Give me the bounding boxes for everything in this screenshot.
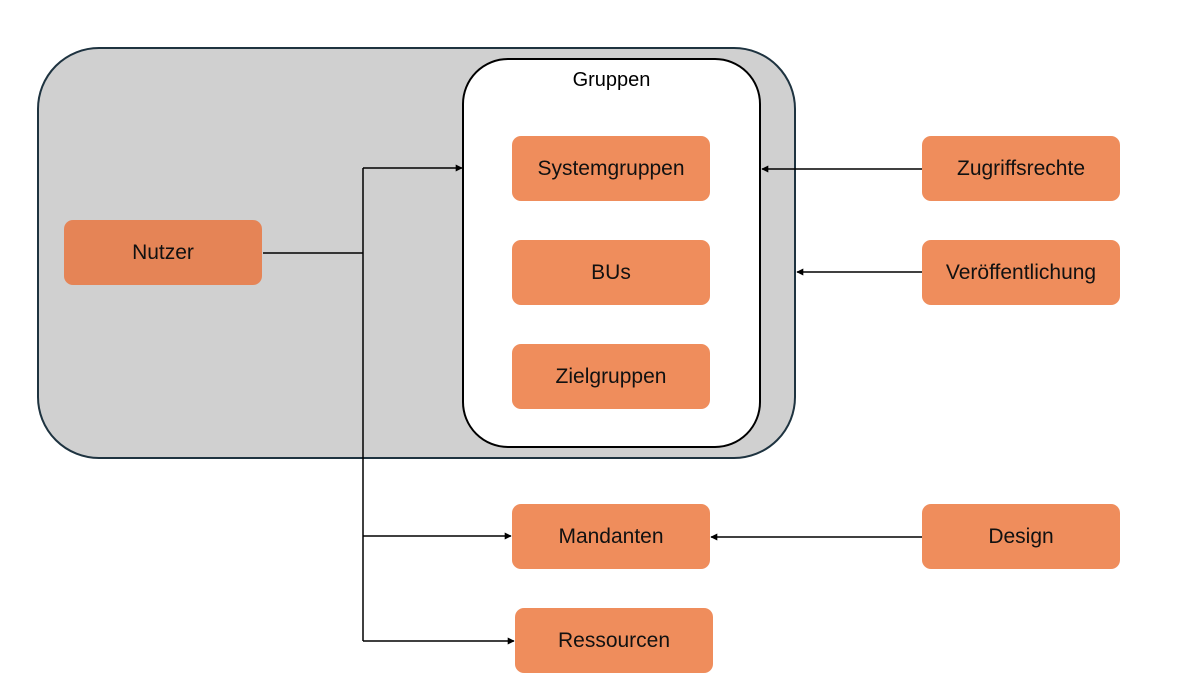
- node-zugriffsrechte[interactable]: Zugriffsrechte: [922, 136, 1120, 201]
- node-veroeffentlichung[interactable]: Veröffentlichung: [922, 240, 1120, 305]
- node-design[interactable]: Design: [922, 504, 1120, 569]
- group-title: Gruppen: [572, 69, 651, 91]
- node-zielgruppen[interactable]: Zielgruppen: [512, 344, 710, 409]
- node-nutzer[interactable]: Nutzer: [64, 220, 262, 285]
- node-bus[interactable]: BUs: [512, 240, 710, 305]
- node-ressourcen[interactable]: Ressourcen: [515, 608, 713, 673]
- connector-nutzer-trunk: [263, 168, 364, 641]
- node-mandanten[interactable]: Mandanten: [512, 504, 710, 569]
- node-systemgruppen[interactable]: Systemgruppen: [512, 136, 710, 201]
